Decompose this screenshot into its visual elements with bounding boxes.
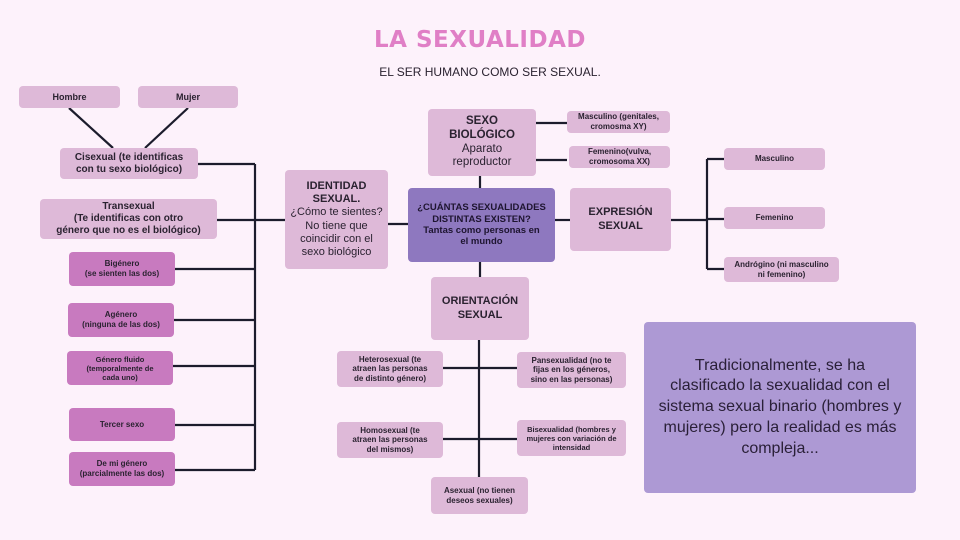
page-title: LA SEXUALIDAD <box>374 27 586 53</box>
node-expresion-masculino: Masculino <box>724 148 825 170</box>
connector <box>144 107 189 149</box>
node-expresion-sexual: EXPRESIÓN SEXUAL <box>570 188 671 251</box>
node-transexual: Transexual (Te identificas con otro géne… <box>40 199 217 239</box>
node-pansexualidad: Pansexualidad (no te fijas en los género… <box>517 352 626 388</box>
node-sexo-biologico: SEXO BIOLÓGICO Aparato reproductor <box>428 109 536 176</box>
node-genero-fluido: Género fluido (temporalmente de cada uno… <box>67 351 173 385</box>
node-central-question: ¿CUÁNTAS SEXUALIDADES DISTINTAS EXISTEN?… <box>408 188 555 262</box>
node-mujer: Mujer <box>138 86 238 108</box>
node-orientacion-sexual: ORIENTACIÓN SEXUAL <box>431 277 529 340</box>
node-asexual: Asexual (no tienen deseos sexuales) <box>431 477 528 514</box>
node-homosexual: Homosexual (te atraen las personas del m… <box>337 422 443 458</box>
node-heterosexual: Heterosexual (te atraen las personas de … <box>337 351 443 387</box>
node-bigenero: Bigénero (se sienten las dos) <box>69 252 175 286</box>
node-expresion-femenino: Femenino <box>724 207 825 229</box>
node-masculino-biologico: Masculino (genitales, cromosma XY) <box>567 111 670 133</box>
connector <box>68 107 114 149</box>
node-agenero: Agénero (ninguna de las dos) <box>68 303 174 337</box>
node-identidad-sexual: IDENTIDAD SEXUAL. ¿Cómo te sientes? No t… <box>285 170 388 269</box>
node-androgino: Andrógino (ni masculino ni femenino) <box>724 257 839 282</box>
note-box: Tradicionalmente, se ha clasificado la s… <box>644 322 916 493</box>
node-cisexual: Cisexual (te identificas con tu sexo bio… <box>60 148 198 179</box>
node-bisexualidad: Bisexualidad (hombres y mujeres con vari… <box>517 420 626 456</box>
node-hombre: Hombre <box>19 86 120 108</box>
node-tercer-sexo: Tercer sexo <box>69 408 175 441</box>
node-de-mi-genero: De mi género (parcialmente las dos) <box>69 452 175 486</box>
node-femenino-biologico: Femenino(vulva, cromosoma XX) <box>569 146 670 168</box>
page-subtitle: EL SER HUMANO COMO SER SEXUAL. <box>379 65 601 79</box>
